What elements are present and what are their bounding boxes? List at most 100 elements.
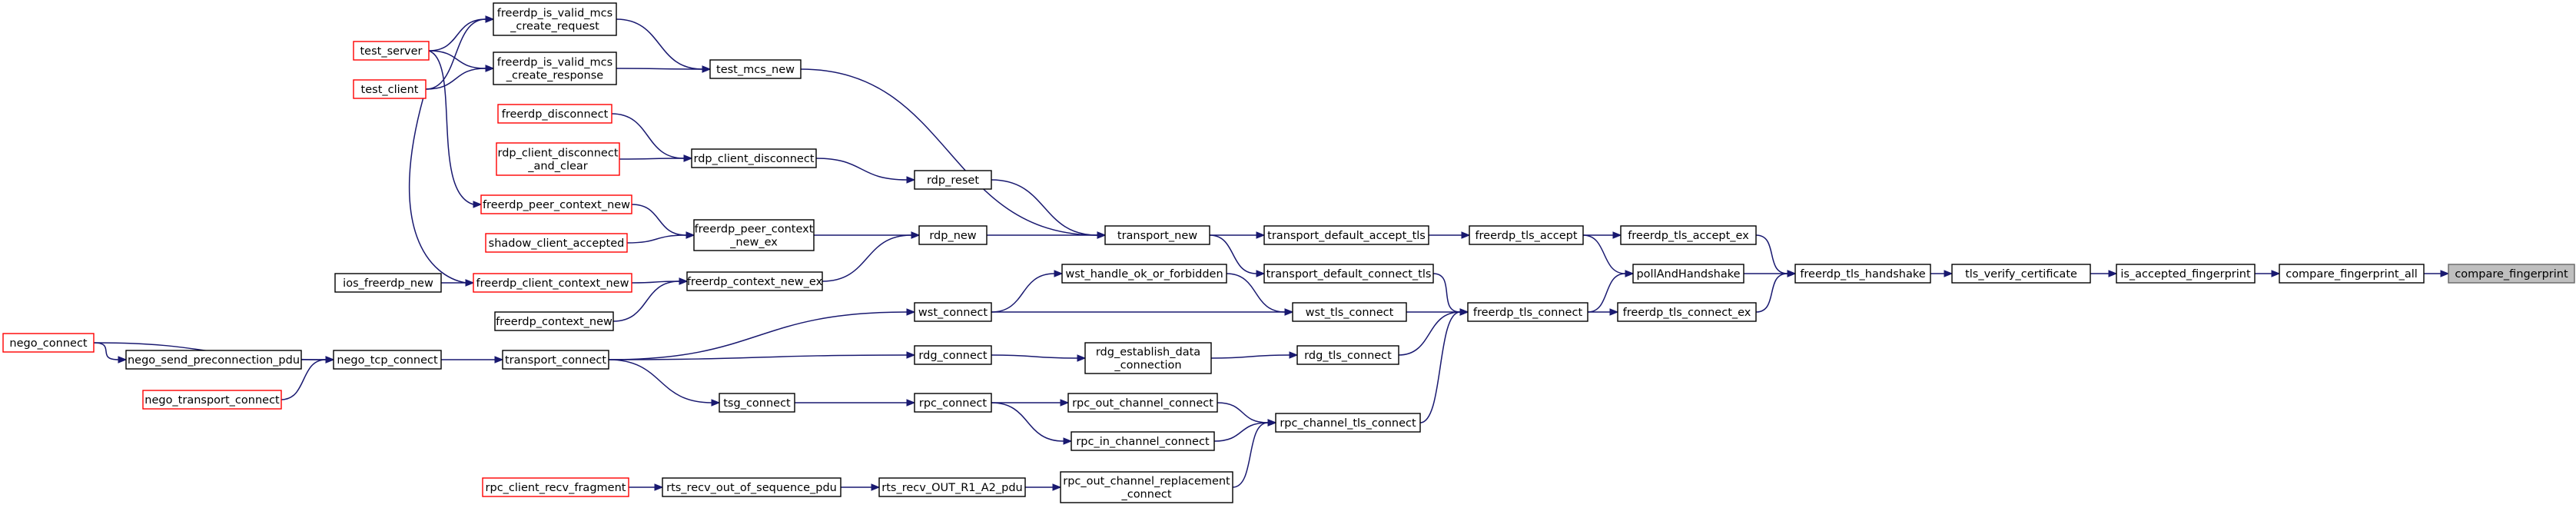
edge-freerdp_peer_context_new-to-freerdp_peer_context_new_ex	[631, 204, 687, 236]
edge-freerdp_tls_accept_ex-to-freerdp_tls_handshake	[1755, 234, 1788, 274]
node-label: freerdp_context_new_ex	[687, 276, 823, 288]
edge-nego_connect-to-nego_send_preconnection_pdu	[93, 342, 119, 360]
node-box	[494, 311, 614, 331]
node-freerdp_disconnect[interactable]: freerdp_disconnect	[497, 104, 612, 124]
node-rts_recv_OUT_R1_A2_pdu[interactable]: rts_recv_OUT_R1_A2_pdu	[878, 477, 1026, 497]
node-freerdp_is_valid_mcs_create_response[interactable]: freerdp_is_valid_mcs_create_response	[493, 51, 617, 85]
node-label: nego_connect	[9, 337, 88, 350]
node-box	[662, 477, 842, 497]
node-rpc_out_channel_connect[interactable]: rpc_out_channel_connect	[1067, 393, 1218, 413]
node-label: shadow_client_accepted	[489, 237, 625, 250]
node-freerdp_is_valid_mcs_create_request[interactable]: freerdp_is_valid_mcs_create_request	[493, 2, 617, 36]
node-rpc_connect[interactable]: rpc_connect	[914, 393, 992, 413]
node-label: test_mcs_new	[716, 64, 795, 76]
node-nego_transport_connect[interactable]: nego_transport_connect	[142, 390, 282, 410]
node-test_server[interactable]: test_server	[353, 41, 430, 61]
node-freerdp_context_new[interactable]: freerdp_context_new	[494, 311, 614, 331]
node-test_mcs_new[interactable]: test_mcs_new	[709, 59, 802, 79]
node-transport_new[interactable]: transport_new	[1104, 225, 1210, 245]
node-label: rdp_client_disconnect	[693, 153, 814, 165]
node-wst_connect[interactable]: wst_connect	[914, 302, 992, 322]
node-label: wst_handle_ok_or_forbidden	[1065, 268, 1223, 281]
node-rdg_connect[interactable]: rdg_connect	[914, 345, 992, 365]
arrowhead-freerdp_tls_handshake-to-tls_verify_certificate	[1944, 270, 1954, 277]
node-rts_recv_out_of_sequence_pdu[interactable]: rts_recv_out_of_sequence_pdu	[662, 477, 842, 497]
node-freerdp_peer_context_new_ex[interactable]: freerdp_peer_context_new_ex	[693, 219, 815, 251]
node-box	[693, 219, 815, 251]
node-is_accepted_fingerprint[interactable]: is_accepted_fingerprint	[2116, 264, 2256, 284]
node-box	[1620, 225, 1757, 245]
arrowhead-rdp_client_disconnect-to-rdp_reset	[906, 176, 916, 184]
node-wst_tls_connect[interactable]: wst_tls_connect	[1292, 302, 1407, 322]
node-compare_fingerprint_all[interactable]: compare_fingerprint_all	[2279, 264, 2425, 284]
node-rpc_out_channel_replacement_connect[interactable]: rpc_out_channel_replacement_connect	[1060, 471, 1233, 503]
node-freerdp_client_context_new[interactable]: freerdp_client_context_new	[473, 273, 632, 293]
node-box	[709, 59, 802, 79]
arrowhead-freerdp_tls_connect_ex-to-freerdp_tls_handshake	[1787, 270, 1797, 277]
arrowhead-nego_connect-to-nego_tcp_connect	[325, 356, 335, 364]
edge-transport_connect-to-tsg_connect	[608, 359, 712, 403]
node-label: rdg_connect	[918, 350, 987, 362]
edge-shadow_client_accepted-to-freerdp_peer_context_new_ex	[626, 234, 687, 244]
node-box	[1067, 393, 1218, 413]
node-label: transport_default_connect_tls	[1266, 268, 1432, 281]
arrowhead-freerdp_tls_accept-to-freerdp_tls_accept_ex	[1612, 231, 1622, 239]
node-nego_tcp_connect[interactable]: nego_tcp_connect	[333, 350, 442, 370]
node-rpc_channel_tls_connect[interactable]: rpc_channel_tls_connect	[1275, 413, 1421, 433]
arrowhead-freerdp_tls_connect-to-pollAndHandshake	[1625, 270, 1635, 277]
node-box	[473, 273, 632, 293]
node-rdg_establish_data_connection[interactable]: rdg_establish_data_connection	[1084, 342, 1212, 374]
node-pollAndHandshake[interactable]: pollAndHandshake	[1632, 264, 1744, 284]
arrowhead-freerdp_context_new-to-freerdp_context_new_ex	[679, 277, 689, 285]
edge-rdg_establish_data_connection-to-rdg_tls_connect	[1210, 354, 1290, 359]
edge-freerdp_disconnect-to-rdp_client_disconnect	[611, 113, 685, 159]
node-rdg_tls_connect[interactable]: rdg_tls_connect	[1296, 345, 1399, 365]
node-label: _create_request	[510, 21, 599, 33]
node-freerdp_peer_context_new[interactable]: freerdp_peer_context_new	[480, 194, 632, 214]
edges-layer	[93, 15, 2450, 491]
node-rdp_new[interactable]: rdp_new	[918, 225, 988, 245]
node-wst_handle_ok_or_forbidden[interactable]: wst_handle_ok_or_forbidden	[1061, 264, 1227, 284]
node-rdp_client_disconnect_and_clear[interactable]: rdp_client_disconnect_and_clear	[496, 142, 620, 176]
edge-test_server-to-freerdp_is_valid_mcs_create_response	[428, 50, 486, 69]
node-label: freerdp_peer_context	[695, 224, 814, 236]
node-rdp_reset[interactable]: rdp_reset	[914, 170, 992, 190]
node-tsg_connect[interactable]: tsg_connect	[719, 393, 795, 413]
node-freerdp_tls_handshake[interactable]: freerdp_tls_handshake	[1794, 264, 1931, 284]
node-shadow_client_accepted[interactable]: shadow_client_accepted	[485, 233, 628, 253]
node-freerdp_tls_accept_ex[interactable]: freerdp_tls_accept_ex	[1620, 225, 1757, 245]
node-nego_send_preconnection_pdu[interactable]: nego_send_preconnection_pdu	[125, 350, 302, 370]
node-label: ios_freerdp_new	[343, 277, 433, 290]
node-label: freerdp_client_context_new	[476, 277, 629, 290]
node-freerdp_tls_accept[interactable]: freerdp_tls_accept	[1469, 225, 1584, 245]
node-transport_connect[interactable]: transport_connect	[502, 350, 609, 370]
arrowhead-is_accepted_fingerprint-to-compare_fingerprint_all	[2271, 270, 2281, 277]
node-rdp_client_disconnect[interactable]: rdp_client_disconnect	[691, 148, 817, 168]
arrowhead-compare_fingerprint_all-to-compare_fingerprint	[2440, 270, 2450, 277]
node-box	[334, 273, 442, 293]
node-nego_connect[interactable]: nego_connect	[2, 333, 95, 353]
node-transport_default_connect_tls[interactable]: transport_default_connect_tls	[1263, 264, 1434, 284]
node-box	[1061, 264, 1227, 284]
node-test_client[interactable]: test_client	[353, 79, 427, 99]
node-label: nego_tcp_connect	[337, 354, 438, 367]
node-label: rdp_reset	[927, 174, 979, 187]
edge-freerdp_is_valid_mcs_create_request-to-test_mcs_new	[616, 18, 703, 70]
node-freerdp_tls_connect_ex[interactable]: freerdp_tls_connect_ex	[1617, 302, 1757, 322]
arrowhead-wst_connect-to-wst_handle_ok_or_forbidden	[1054, 270, 1064, 277]
node-rpc_in_channel_connect[interactable]: rpc_in_channel_connect	[1071, 431, 1215, 451]
node-label: compare_fingerprint	[2455, 268, 2568, 281]
node-box	[142, 390, 282, 410]
arrowhead-rts_recv_out_of_sequence_pdu-to-rts_recv_OUT_R1_A2_pdu	[871, 483, 881, 491]
node-tls_verify_certificate[interactable]: tls_verify_certificate	[1951, 264, 2091, 284]
node-freerdp_context_new_ex[interactable]: freerdp_context_new_ex	[686, 271, 823, 291]
node-freerdp_tls_connect[interactable]: freerdp_tls_connect	[1467, 302, 1588, 322]
arrowhead-transport_connect-to-rdg_connect	[906, 351, 916, 359]
node-box	[2279, 264, 2425, 284]
node-ios_freerdp_new[interactable]: ios_freerdp_new	[334, 273, 442, 293]
edge-nego_transport_connect-to-nego_tcp_connect	[281, 359, 327, 400]
edge-freerdp_tls_connect_ex-to-freerdp_tls_handshake	[1755, 273, 1788, 313]
node-label: freerdp_tls_accept_ex	[1628, 230, 1749, 242]
node-transport_default_accept_tls[interactable]: transport_default_accept_tls	[1263, 225, 1429, 245]
node-rpc_client_recv_fragment[interactable]: rpc_client_recv_fragment	[482, 477, 629, 497]
